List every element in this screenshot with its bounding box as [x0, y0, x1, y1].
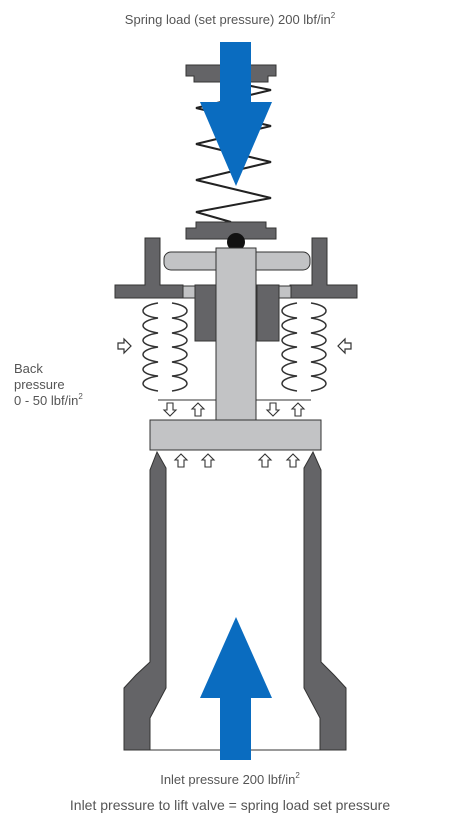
back-pressure-line2: pressure: [14, 377, 65, 392]
back-pressure-range: 0 - 50 lbf/in: [14, 393, 79, 408]
guide-right: [256, 284, 280, 342]
guide-left: [194, 284, 218, 342]
bellows-right: [281, 302, 327, 392]
spring-load-superscript: 2: [330, 11, 336, 20]
spring-load-text: Spring load (set pressure) 200 lbf/in: [124, 12, 331, 27]
inlet-pressure-text: Inlet pressure 200 lbf/in: [160, 772, 296, 787]
bushing-right: [278, 285, 292, 299]
back-pressure-arrow-right: [337, 337, 352, 355]
ball-pivot: [227, 233, 245, 251]
valve-stem: [215, 247, 257, 421]
bellows-left: [142, 302, 188, 392]
spring-force-arrow: [200, 42, 272, 186]
back-pressure-arrow-left: [117, 337, 132, 355]
lift-condition-note: Inlet pressure to lift valve = spring lo…: [69, 797, 391, 813]
inlet-pressure-superscript: 2: [295, 771, 300, 780]
inlet-force-arrow: [200, 617, 272, 760]
spring-bottom-plate: [185, 221, 277, 240]
back-pressure-superscript: 2: [78, 392, 83, 401]
bushing-left: [182, 285, 196, 299]
inlet-pressure-label: Inlet pressure 200 lbf/in2: [0, 771, 460, 788]
pressure-arrows-up: [190, 402, 306, 417]
back-pressure-line1: Back: [14, 361, 43, 376]
nozzle-body-left: [123, 450, 167, 751]
valve-disc: [149, 419, 322, 451]
spring-load-label: Spring load (set pressure) 200 lbf/in2: [0, 11, 460, 28]
inlet-pressure-arrows-up: [173, 453, 301, 468]
nozzle-body-right: [303, 450, 347, 751]
back-pressure-line3: 0 - 50 lbf/in2: [14, 393, 83, 409]
bonnet-right: [289, 237, 358, 299]
back-pressure-label: Back pressure 0 - 50 lbf/in2: [14, 361, 83, 409]
pressure-arrows-down: [162, 402, 281, 417]
